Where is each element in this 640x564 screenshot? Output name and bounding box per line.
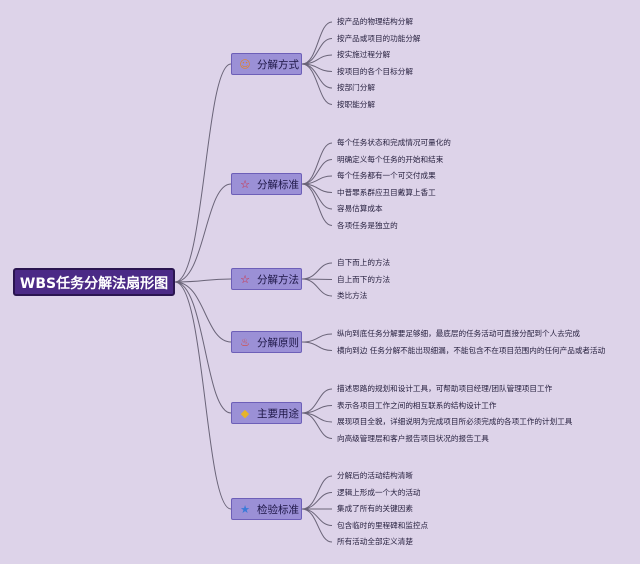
- root-branch-connector: [174, 183, 232, 283]
- leaf-item[interactable]: 容易估算成本: [337, 204, 383, 213]
- branch-1[interactable]: ☺ 分解方式: [231, 53, 302, 75]
- leaf-item[interactable]: 横向到边 任务分解不能出现细漏，不能包含不在项目范围内的任何产品或者活动: [337, 345, 606, 355]
- leaf-item[interactable]: 自下而上的方法: [337, 258, 391, 267]
- leaf-item[interactable]: 表示各项目工作之间的相互联系的结构设计工作: [337, 400, 497, 410]
- leaf-item[interactable]: 按职能分解: [337, 99, 375, 109]
- root-branch-connector: [174, 281, 232, 414]
- diamond-icon: ◆: [240, 406, 250, 420]
- branch-leaf-connector: [301, 412, 333, 423]
- branch-label: 分解方法: [257, 273, 299, 286]
- leaf-item[interactable]: 集成了所有的关键因素: [337, 504, 413, 513]
- branch-leaf-connector: [301, 142, 333, 185]
- branch-label: 检验标准: [257, 503, 299, 516]
- star-icon: ★: [240, 502, 250, 516]
- star-icon: ☆: [240, 177, 250, 191]
- leaf-item[interactable]: 各项任务是独立的: [337, 220, 398, 230]
- star-icon: ☆: [240, 272, 250, 286]
- root-branch-connector: [174, 281, 232, 510]
- leaf-item[interactable]: 明确定义每个任务的开始和结束: [337, 154, 444, 164]
- leaf-item[interactable]: 纵向到底任务分解要足够细，最底层的任务活动可直接分配到个人去完成: [337, 329, 580, 338]
- branch-leaf-connector: [301, 159, 333, 185]
- leaf-item[interactable]: 按产品或项目的功能分解: [337, 33, 421, 43]
- leaf-item[interactable]: 按项目的各个目标分解: [337, 66, 413, 76]
- branch-label: 分解原则: [257, 336, 299, 349]
- branch-leaf-connector: [301, 38, 333, 65]
- root-branch-connector: [174, 278, 232, 283]
- branch-leaf-connector: [301, 262, 333, 280]
- branch-leaf-connector: [301, 63, 333, 105]
- leaf-item[interactable]: 每个任务都有一个可交付成果: [337, 171, 436, 180]
- branch-6[interactable]: ★ 检验标准: [231, 498, 302, 520]
- branch-2[interactable]: ☆ 分解标准: [231, 173, 302, 195]
- leaf-item[interactable]: 展现项目全貌，详细说明为完成项目所必须完成的各项工作的计划工具: [337, 417, 573, 426]
- leaf-item[interactable]: 向高级管理层和客户报告项目状况的报告工具: [337, 433, 489, 443]
- root-branch-connector: [174, 63, 232, 283]
- branch-leaf-connector: [301, 278, 333, 297]
- leaf-item[interactable]: 每个任务状态和完成情况可量化的: [337, 138, 451, 147]
- branch-3[interactable]: ☆ 分解方法: [231, 268, 302, 290]
- root-branch-connector: [174, 281, 232, 343]
- branch-leaf-connector: [301, 333, 333, 343]
- leaf-item[interactable]: 自上而下的方法: [337, 274, 391, 284]
- branch-leaf-connector: [301, 341, 333, 351]
- leaf-item[interactable]: 中普罪系群应丑目戴算上香工: [337, 187, 436, 197]
- root-node[interactable]: WBS任务分解法扇形图: [13, 268, 175, 296]
- leaf-item[interactable]: 逻辑上形成一个大的活动: [337, 487, 421, 497]
- branch-leaf-connector: [301, 183, 333, 226]
- leaf-item[interactable]: 类比方法: [337, 291, 368, 300]
- branch-4[interactable]: ♨ 分解原则: [231, 331, 302, 353]
- branch-leaf-connector: [301, 508, 333, 543]
- leaf-item[interactable]: 描述思路的规划和设计工具，可帮助项目经理/团队管理项目工作: [337, 384, 553, 393]
- branch-leaf-connector: [301, 412, 333, 439]
- branch-leaf-connector: [301, 21, 333, 65]
- person-icon: ☺: [239, 57, 251, 71]
- leaf-item[interactable]: 按产品的物理结构分解: [337, 17, 413, 26]
- leaf-item[interactable]: 分解后的活动结构清晰: [337, 471, 413, 480]
- leaf-item[interactable]: 所有活动全部定义清楚: [337, 537, 413, 546]
- fire-icon: ♨: [240, 335, 250, 349]
- leaf-item[interactable]: 按实施过程分解: [337, 50, 391, 59]
- branch-5[interactable]: ◆ 主要用途: [231, 402, 302, 424]
- branch-label: 分解标准: [257, 178, 299, 191]
- leaf-item[interactable]: 包含临时的里程碑和监控点: [337, 520, 429, 530]
- branch-label: 主要用途: [257, 407, 299, 420]
- branch-leaf-connector: [301, 475, 333, 510]
- leaf-item[interactable]: 按部门分解: [337, 83, 375, 92]
- branch-leaf-connector: [301, 388, 333, 414]
- branch-label: 分解方式: [257, 58, 299, 71]
